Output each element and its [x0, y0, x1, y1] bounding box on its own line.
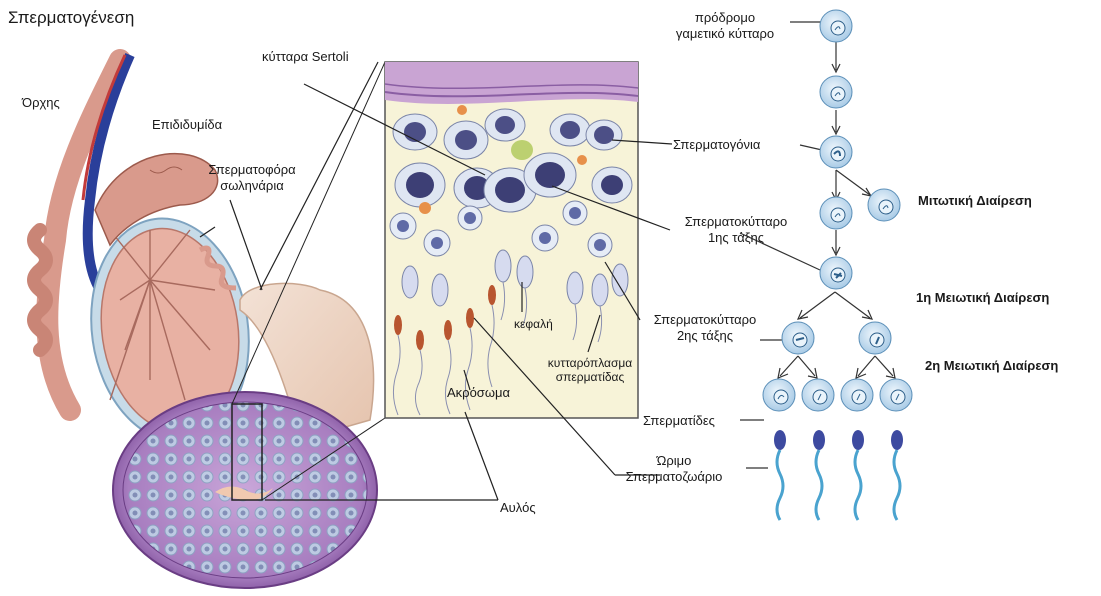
label-head: κεφαλή	[514, 316, 553, 332]
label-precursor-line1: πρόδρομο	[660, 10, 790, 26]
sperm-4	[891, 430, 903, 520]
label-primary-line1: Σπερματοκύτταρο	[666, 214, 806, 230]
sperm-3	[852, 430, 864, 520]
cell-spermatogonium-b	[868, 189, 900, 221]
label-tubules-line2: σωληνάρια	[196, 178, 308, 194]
lineage-flowchart	[740, 10, 912, 520]
label-tubules-line1: Σπερματοφόρα	[196, 162, 308, 178]
label-precursor-germ-cell: πρόδρομο γαμετικό κύτταρο	[660, 10, 790, 42]
cell-spermatid-3	[841, 379, 873, 411]
label-secondary-line2: 2ης τάξης	[638, 328, 772, 344]
label-spermatids: Σπερματίδες	[643, 413, 715, 429]
cell-primary-spermatocyte	[820, 257, 852, 289]
label-mature-line2: Σπερματοζωάριο	[604, 469, 744, 485]
mature-sperm-group	[774, 430, 903, 520]
label-testis: Όρχης	[22, 95, 60, 111]
label-primary-spermatocyte: Σπερματοκύτταρο 1ης τάξης	[666, 214, 806, 246]
cell-spermatogonium-a	[820, 197, 852, 229]
label-cytoplasm-line1: κυτταρόπλασμα	[535, 356, 645, 370]
label-mature-spermatozoon: Ώριμο Σπερματοζωάριο	[604, 453, 744, 485]
label-spermatid-cytoplasm: κυτταρόπλασμα σπερματίδας	[535, 356, 645, 384]
cell-stage-2	[820, 76, 852, 108]
label-sertoli-cells: κύτταρα Sertoli	[262, 49, 349, 65]
label-mature-line1: Ώριμο	[604, 453, 744, 469]
testis-anatomy	[34, 55, 385, 588]
label-lumen: Αυλός	[500, 500, 536, 516]
label-epididymis: Επιδιδυμίδα	[152, 117, 222, 133]
cell-spermatogonium	[820, 136, 852, 168]
sperm-2	[813, 430, 825, 520]
cell-precursor	[820, 10, 852, 42]
label-acrosome: Ακρόσωμα	[447, 385, 510, 401]
cell-spermatid-1	[763, 379, 795, 411]
label-secondary-line1: Σπερματοκύτταρο	[638, 312, 772, 328]
label-secondary-spermatocyte: Σπερματοκύτταρο 2ης τάξης	[638, 312, 772, 344]
cell-secondary-spermatocyte-b	[859, 322, 891, 354]
cell-secondary-spermatocyte-a	[782, 322, 814, 354]
diagram-title: Σπερματογένεση	[8, 8, 134, 28]
label-spermatogonia: Σπερματογόνια	[673, 137, 760, 153]
label-mitotic-division: Μιτωτική Διαίρεση	[918, 193, 1032, 209]
cell-spermatid-4	[880, 379, 912, 411]
label-primary-line2: 1ης τάξης	[666, 230, 806, 246]
label-second-meiotic-division: 2η Μειωτική Διαίρεση	[925, 358, 1058, 374]
sperm-1	[774, 430, 786, 520]
label-seminiferous-tubules: Σπερματοφόρα σωληνάρια	[196, 162, 308, 194]
label-first-meiotic-division: 1η Μειωτική Διαίρεση	[916, 290, 1049, 306]
cell-spermatid-2	[802, 379, 834, 411]
label-cytoplasm-line2: σπερματίδας	[535, 370, 645, 384]
label-precursor-line2: γαμετικό κύτταρο	[660, 26, 790, 42]
